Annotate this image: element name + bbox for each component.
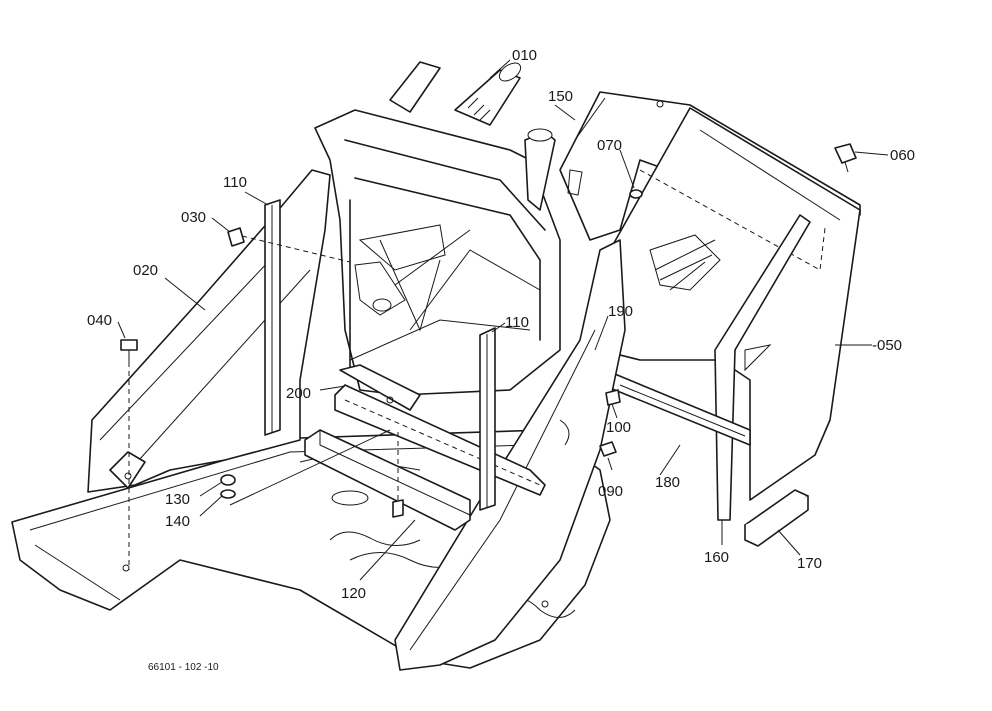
label-060: 060: [890, 147, 915, 164]
label-120: 120: [341, 585, 366, 602]
lever-150: [524, 128, 583, 211]
nut-090: [599, 441, 617, 457]
nut-130: [220, 474, 236, 486]
label-130: 130: [165, 491, 190, 508]
leader-lines: [117, 59, 889, 581]
figure-reference: 66101 - 102 -10: [148, 662, 219, 673]
seal-strip-160: [714, 214, 811, 521]
label-030: 030: [181, 209, 206, 226]
label-100: 100: [606, 419, 631, 436]
part-labels: 010 020 030 040 -050 060 070 090 100 110…: [87, 47, 915, 673]
label-050: -050: [872, 337, 902, 354]
bolt-100: [605, 389, 621, 406]
label-160: 160: [704, 549, 729, 566]
label-020: 020: [133, 262, 158, 279]
strip-110-left: [264, 199, 281, 436]
washer-070: [629, 189, 643, 199]
label-010: 010: [512, 47, 537, 64]
front-pillar: [394, 239, 626, 671]
label-190: 190: [608, 303, 633, 320]
label-170: 170: [797, 555, 822, 572]
rubber-strip-170: [744, 489, 809, 547]
label-070: 070: [597, 137, 622, 154]
bolt-030: [227, 227, 351, 263]
label-090: 090: [598, 483, 623, 500]
grip-010: [389, 61, 522, 126]
main-frame: [314, 109, 561, 396]
label-150: 150: [548, 88, 573, 105]
bolt-under: [392, 430, 404, 518]
label-140: 140: [165, 513, 190, 530]
bolt-040: [120, 339, 138, 570]
strip-110-right: [479, 327, 496, 511]
label-200: 200: [286, 385, 311, 402]
bolt-060: [834, 143, 857, 173]
label-110-left: 110: [223, 174, 247, 191]
label-110-right: 110: [505, 314, 529, 331]
label-040: 040: [87, 312, 112, 329]
label-180: 180: [655, 474, 680, 491]
washer-140: [220, 429, 391, 506]
